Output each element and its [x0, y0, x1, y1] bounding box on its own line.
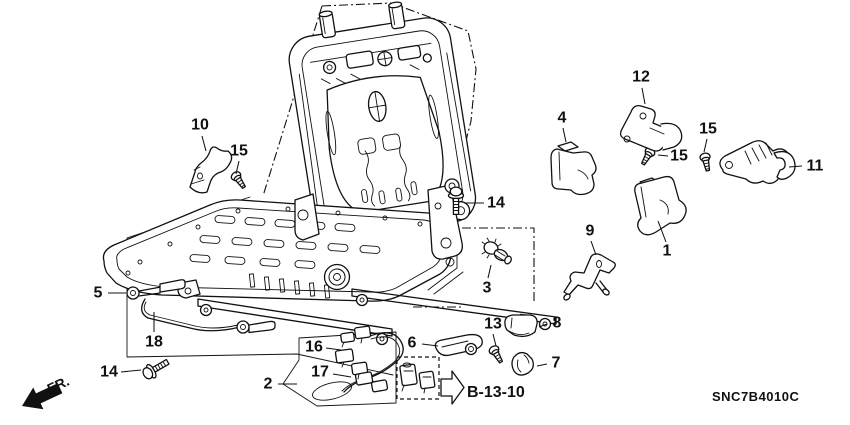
- part-9-drawing: [563, 253, 616, 301]
- part-4-drawing: [550, 141, 597, 196]
- callout-leader-11: [788, 165, 803, 168]
- callout-leader-6: [421, 343, 439, 347]
- callout-label-13: 13: [484, 316, 502, 333]
- callout-leader-12: [641, 87, 646, 105]
- callout-label-4: 4: [558, 110, 567, 127]
- callout-label-15: 15: [670, 148, 688, 165]
- callout-leader-13: [492, 333, 497, 347]
- callout-label-9: 9: [586, 223, 595, 240]
- part-14-bolt-bottom: [139, 354, 173, 383]
- callout-label-7: 7: [552, 355, 561, 372]
- part-3-drawing: [481, 237, 512, 265]
- callout-labels-layer: 10 15 5 18 14 2 16 17 6 13 8 7 3 14 9 1 12 4 15 15 11: [94, 69, 824, 393]
- callout-leader-14: [120, 369, 142, 373]
- seatback-frame-drawing: [288, 1, 477, 241]
- callout-label-2: 2: [264, 376, 273, 393]
- callout-leader-3: [487, 264, 492, 279]
- headrest-guide-left: [318, 10, 336, 39]
- callout-leader-9: [590, 240, 597, 256]
- fr-label: FR.: [45, 373, 72, 397]
- callout-leader-1: [657, 220, 667, 243]
- part-6-drawing: [434, 333, 483, 357]
- part-15-screw-topleft: [229, 169, 249, 191]
- callout-label-8: 8: [553, 315, 562, 332]
- callout-leader-7: [536, 363, 548, 367]
- callout-label-18: 18: [145, 334, 163, 351]
- callout-leader-4: [562, 127, 567, 143]
- skirt-slots: [248, 273, 331, 299]
- callout-label-6: 6: [408, 335, 417, 352]
- part-code-label: SNC7B4010C: [712, 389, 799, 404]
- part-13-screw: [487, 343, 506, 366]
- callout-label-16: 16: [305, 339, 323, 356]
- part-8-drawing: [504, 314, 538, 338]
- headrest-guide-right: [388, 1, 406, 30]
- part-15-screw-right: [698, 151, 714, 173]
- part-11-drawing: [719, 140, 796, 185]
- part-10-drawing: [189, 146, 233, 194]
- callout-leader-15: [235, 160, 240, 175]
- fr-direction-arrow-icon: [22, 383, 63, 410]
- reference-box: [396, 356, 440, 400]
- part-16-17-harness-drawing: [312, 325, 404, 401]
- callout-leader-10: [201, 135, 207, 152]
- callout-label-14: 14: [487, 195, 505, 212]
- callout-label-15: 15: [699, 121, 717, 138]
- cushion-frame-drawing: [102, 178, 557, 346]
- group-2-outline: [282, 331, 397, 407]
- callout-leader-15: [703, 138, 708, 153]
- callout-label-5: 5: [94, 285, 103, 302]
- reference-arrow-icon: [440, 370, 465, 405]
- callout-leader-16: [325, 347, 342, 351]
- part-1-drawing: [634, 175, 687, 236]
- height-adjuster-knob: [323, 263, 351, 291]
- reference-label: B-13-10: [467, 384, 525, 401]
- rim-holes: [125, 206, 423, 276]
- callout-label-15: 15: [230, 143, 248, 160]
- callout-label-12: 12: [632, 69, 650, 86]
- callout-label-14: 14: [100, 364, 118, 381]
- callout-label-11: 11: [807, 158, 824, 175]
- part-12-drawing: [619, 104, 683, 152]
- part-7-drawing: [511, 351, 534, 376]
- part-18-rod-drawing: [126, 279, 276, 334]
- callout-label-1: 1: [663, 243, 672, 260]
- callout-leader-17: [332, 373, 352, 378]
- callout-label-17: 17: [311, 364, 329, 381]
- callout-leader-8: [538, 323, 548, 328]
- callout-leader-15: [657, 154, 669, 157]
- callout-label-10: 10: [191, 117, 209, 134]
- callout-label-3: 3: [483, 280, 492, 297]
